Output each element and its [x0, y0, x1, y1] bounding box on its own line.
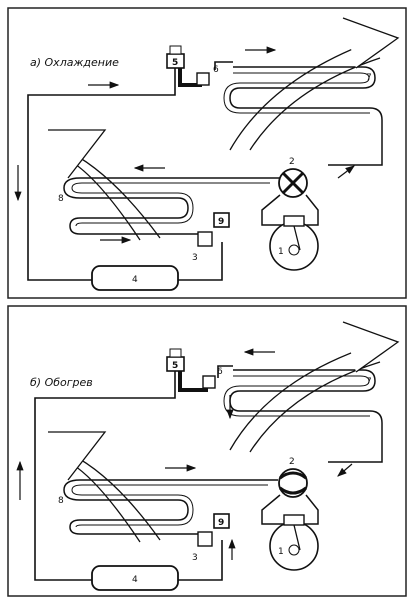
panel-a-compressor-top [283, 215, 305, 227]
panel-a-component-3 [197, 231, 213, 247]
panel-b-air-arrow-lower-2 [71, 463, 141, 543]
panel-b-compressor-crank [288, 544, 300, 556]
panel-a-receiver [91, 265, 179, 291]
panel-b-caption: б) Обогрев [30, 376, 93, 389]
panel-b-component-9 [213, 513, 230, 529]
panel-a-coil-7 [229, 66, 383, 166]
panel-a-label-3: 3 [192, 253, 198, 263]
panel-a-compressor-crank [288, 244, 300, 256]
panel-b-air-arrow-upper [229, 345, 371, 451]
panel-a-label-9: 9 [218, 217, 224, 227]
panel-b-label-7: 7 [366, 377, 372, 387]
panel-b-air-arrowhead-upper [342, 321, 400, 373]
panel-a-component-9 [213, 212, 230, 228]
panel-b-component-5-cap [169, 348, 182, 358]
panel-a-line-6-to-coil7 [214, 61, 233, 70]
panel-a-label-5: 5 [172, 58, 178, 68]
panel-a-label-6: 6 [213, 65, 219, 75]
panel-b-flow-arrow [337, 463, 353, 477]
panel-a-air-arrow-upper-2 [249, 57, 381, 151]
panel-a-main-line [27, 67, 223, 281]
panel-a-air-arrowhead-lower [48, 129, 107, 179]
panel-a-component-6 [196, 72, 210, 86]
panel-b-coil-7-inner [223, 375, 370, 417]
panel-a-coil-7-inner [223, 72, 370, 114]
panel-b-label-1: 1 [278, 547, 284, 557]
panel-a-component-5-cap [169, 45, 182, 55]
panel-b-line-6-to-coil7 [217, 365, 233, 378]
panel-a-valve-cross [281, 171, 305, 195]
panel-a-compressor-rod [293, 225, 301, 251]
panel-a-caption: а) Охлаждение [30, 56, 119, 69]
panel-b-coil-8 [63, 479, 278, 540]
panel-b-coil-7 [229, 369, 383, 463]
panel-a-coil-8-inner [71, 182, 270, 227]
panel-b-valve-lens [279, 471, 307, 495]
panel-b-compressor-top [283, 514, 305, 526]
panel-a-air-arrow-upper [229, 41, 371, 151]
panel-b-label-8: 8 [58, 496, 64, 506]
panel-a-air-arrow-lower-2 [71, 161, 141, 241]
panel-b-component-3 [197, 531, 213, 547]
panel-b-label-2: 2 [289, 457, 295, 467]
panel-a-label-2: 2 [289, 157, 295, 167]
panel-a-label-7: 7 [366, 73, 372, 83]
panel-b: б) Обогрев 2 1 4 5 6 9 3 7 8 [7, 305, 407, 597]
panel-b-air-arrowhead-lower [48, 431, 107, 481]
panel-a-label-8: 8 [58, 194, 64, 204]
panel-a-frame [7, 7, 407, 299]
panel-b-line-5-to-6 [178, 370, 208, 392]
panel-a-flow-arrow [337, 165, 355, 179]
panel-a-coil-8 [63, 177, 282, 242]
panel-a: а) Охлаждение 2 1 4 5 6 9 [7, 7, 407, 299]
panel-b-receiver [91, 565, 179, 591]
panel-b-label-3: 3 [192, 553, 198, 563]
panel-b-label-4: 4 [132, 575, 138, 585]
panel-b-compressor-rod [293, 524, 301, 551]
panel-b-label-5: 5 [172, 361, 178, 371]
panel-a-air-arrowhead-upper [342, 17, 400, 69]
panel-b-coil-8-inner [71, 484, 268, 528]
panel-b-label-9: 9 [218, 518, 224, 528]
panel-b-main-line [34, 370, 223, 581]
panel-b-component-6 [202, 375, 216, 389]
panel-b-frame [7, 305, 407, 597]
panel-a-label-4: 4 [132, 275, 138, 285]
panel-a-label-1: 1 [278, 247, 284, 257]
panel-b-label-6: 6 [217, 367, 223, 377]
